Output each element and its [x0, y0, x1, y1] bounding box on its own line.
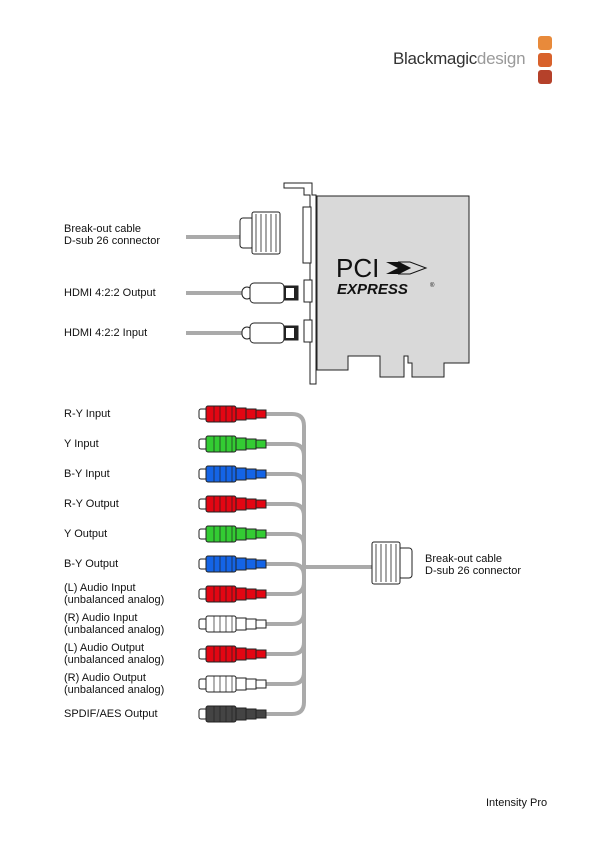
breakout-cable-label: R-Y Input	[64, 408, 111, 420]
dsub-connector-icon	[239, 211, 281, 255]
breakout-connector-label: Break-out cable D-sub 26 connector	[425, 553, 521, 577]
card-hdmi-out-port	[303, 279, 313, 303]
breakout-cable-label: (L) Audio Output (unbalanced analog)	[64, 642, 165, 666]
brand-name-part2: design	[476, 49, 526, 68]
rca-plug-icon	[198, 525, 267, 543]
brand-square-icon	[538, 36, 552, 50]
hdmi-connector-icon	[241, 282, 299, 304]
rca-plug-icon	[198, 585, 267, 603]
brand-logo: Blackmagicdesign	[393, 36, 553, 86]
card-hdmi-in-port	[303, 319, 313, 343]
cable-wire	[266, 562, 306, 577]
breakout-cable-label: (L) Audio Input (unbalanced analog)	[64, 582, 165, 606]
cable-wire	[266, 567, 306, 656]
card-connector-label: Break-out cable D-sub 26 connector	[64, 223, 160, 247]
card-cables	[186, 211, 299, 344]
pci-express-text: EXPRESS	[337, 281, 408, 298]
hdmi-connector-icon	[241, 322, 299, 344]
rca-plug-icon	[198, 615, 267, 633]
card-dsub-port	[302, 206, 312, 264]
breakout-cable-label: (R) Audio Output (unbalanced analog)	[64, 672, 165, 696]
rca-plug-icon	[198, 435, 267, 453]
breakout-cable-label: (R) Audio Input (unbalanced analog)	[64, 612, 165, 636]
registered-mark: ®	[430, 282, 435, 289]
breakout-cable-label: Y Input	[64, 438, 99, 450]
rca-plug-icon	[198, 555, 267, 573]
rca-plug-icon	[198, 495, 267, 513]
pci-logo-chevron-icon	[397, 261, 428, 275]
brand-square-icon	[538, 53, 552, 67]
breakout-cable	[198, 405, 413, 723]
breakout-cable-label: B-Y Output	[64, 558, 119, 570]
cable-wire	[266, 567, 306, 716]
dsub-connector-icon	[371, 541, 413, 585]
rca-plug-icon	[198, 705, 267, 723]
cable-wire	[266, 472, 306, 567]
pcie-card: PCI EXPRESS ®	[283, 182, 470, 385]
breakout-cable-label: Y Output	[64, 528, 108, 540]
card-connector-label: HDMI 4:2:2 Input	[64, 327, 148, 339]
rca-plug-icon	[198, 405, 267, 423]
cable-wire	[266, 567, 306, 596]
footer-product-name: Intensity Pro	[486, 797, 548, 809]
cable-wire	[266, 502, 306, 567]
pci-logo-text: PCI	[336, 253, 379, 283]
breakout-cable-label: SPDIF/AES Output	[64, 708, 158, 720]
card-bracket	[283, 182, 317, 385]
brand-name-part1: Blackmagic	[393, 49, 477, 68]
brand-square-icon	[538, 70, 552, 84]
cable-wire	[266, 412, 306, 567]
rca-plug-icon	[198, 645, 267, 663]
rca-plug-icon	[198, 465, 267, 483]
brand-wordmark: Blackmagicdesign	[393, 49, 526, 69]
breakout-cable-label: R-Y Output	[64, 498, 119, 510]
cable-wire	[266, 532, 306, 567]
breakout-cable-label: B-Y Input	[64, 468, 110, 480]
card-connector-label: HDMI 4:2:2 Output	[64, 287, 156, 299]
cable-wire	[266, 442, 306, 567]
card-board	[316, 195, 470, 378]
rca-plug-icon	[198, 675, 267, 693]
